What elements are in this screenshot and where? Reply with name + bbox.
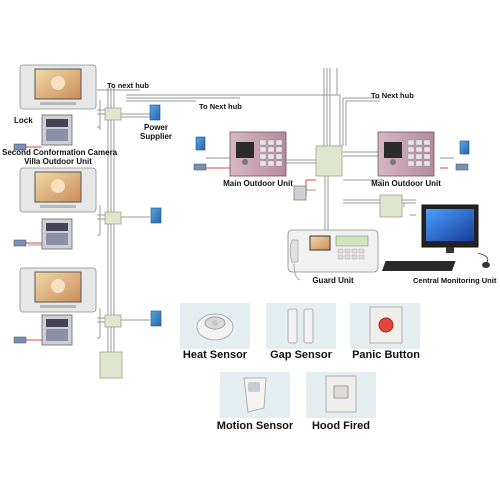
gap-sensor-tile <box>266 303 336 349</box>
central-monitoring-unit-label: Central Monitoring Unit <box>413 276 497 285</box>
heat-sensor-tile <box>180 303 250 349</box>
to-next-hub-label-3: To Next hub <box>371 91 414 100</box>
motion-sensor-tile <box>220 372 290 418</box>
gap-sensor-icon <box>287 308 314 344</box>
villa-outdoor-units <box>41 114 73 346</box>
villa-label-line2: Villa Outdoor Unit <box>24 157 92 166</box>
to-next-hub-label-2: To Next hub <box>199 102 242 111</box>
motion-sensor-icon <box>243 377 267 413</box>
guard-unit-label: Guard Unit <box>312 276 354 285</box>
main-outdoor-unit-label-2: Main Outdoor Unit <box>371 179 441 188</box>
power-supplier-label: Power Supplier <box>140 124 172 141</box>
sensor-label-hood: Hood Fired <box>311 420 371 432</box>
guard-unit <box>287 229 379 281</box>
hood-fired-icon <box>325 375 357 413</box>
power-supplier-label-line1: Power <box>143 123 168 132</box>
villa-indoor-units <box>19 64 97 313</box>
to-next-hub-label-1: To next hub <box>107 81 149 90</box>
panic-button-icon <box>369 306 403 344</box>
lock-icons <box>13 143 469 344</box>
central-monitoring-unit <box>381 204 490 271</box>
power-supplier-units <box>149 104 470 327</box>
villa-outdoor-label: Second Conformation Camera Villa Outdoor… <box>2 148 118 166</box>
hood-fired-tile <box>306 372 376 418</box>
villa-label-line1: Second Conformation Camera <box>2 148 118 157</box>
sensor-label-panic: Panic Button <box>352 349 420 361</box>
sensor-label-heat: Heat Sensor <box>182 349 248 361</box>
power-supplier-label-line2: Supplier <box>140 132 173 141</box>
heat-sensor-icon <box>196 313 234 341</box>
sensor-label-motion: Motion Sensor <box>216 420 294 432</box>
lock-label: Lock <box>14 116 33 125</box>
main-outdoor-units <box>229 131 435 177</box>
sensor-label-gap: Gap Sensor <box>270 349 332 361</box>
guard-camera <box>293 185 307 201</box>
wiring-lines <box>28 68 454 372</box>
panic-button-tile <box>350 303 420 349</box>
main-outdoor-unit-label-1: Main Outdoor Unit <box>223 179 293 188</box>
junction-hubs <box>99 107 403 379</box>
